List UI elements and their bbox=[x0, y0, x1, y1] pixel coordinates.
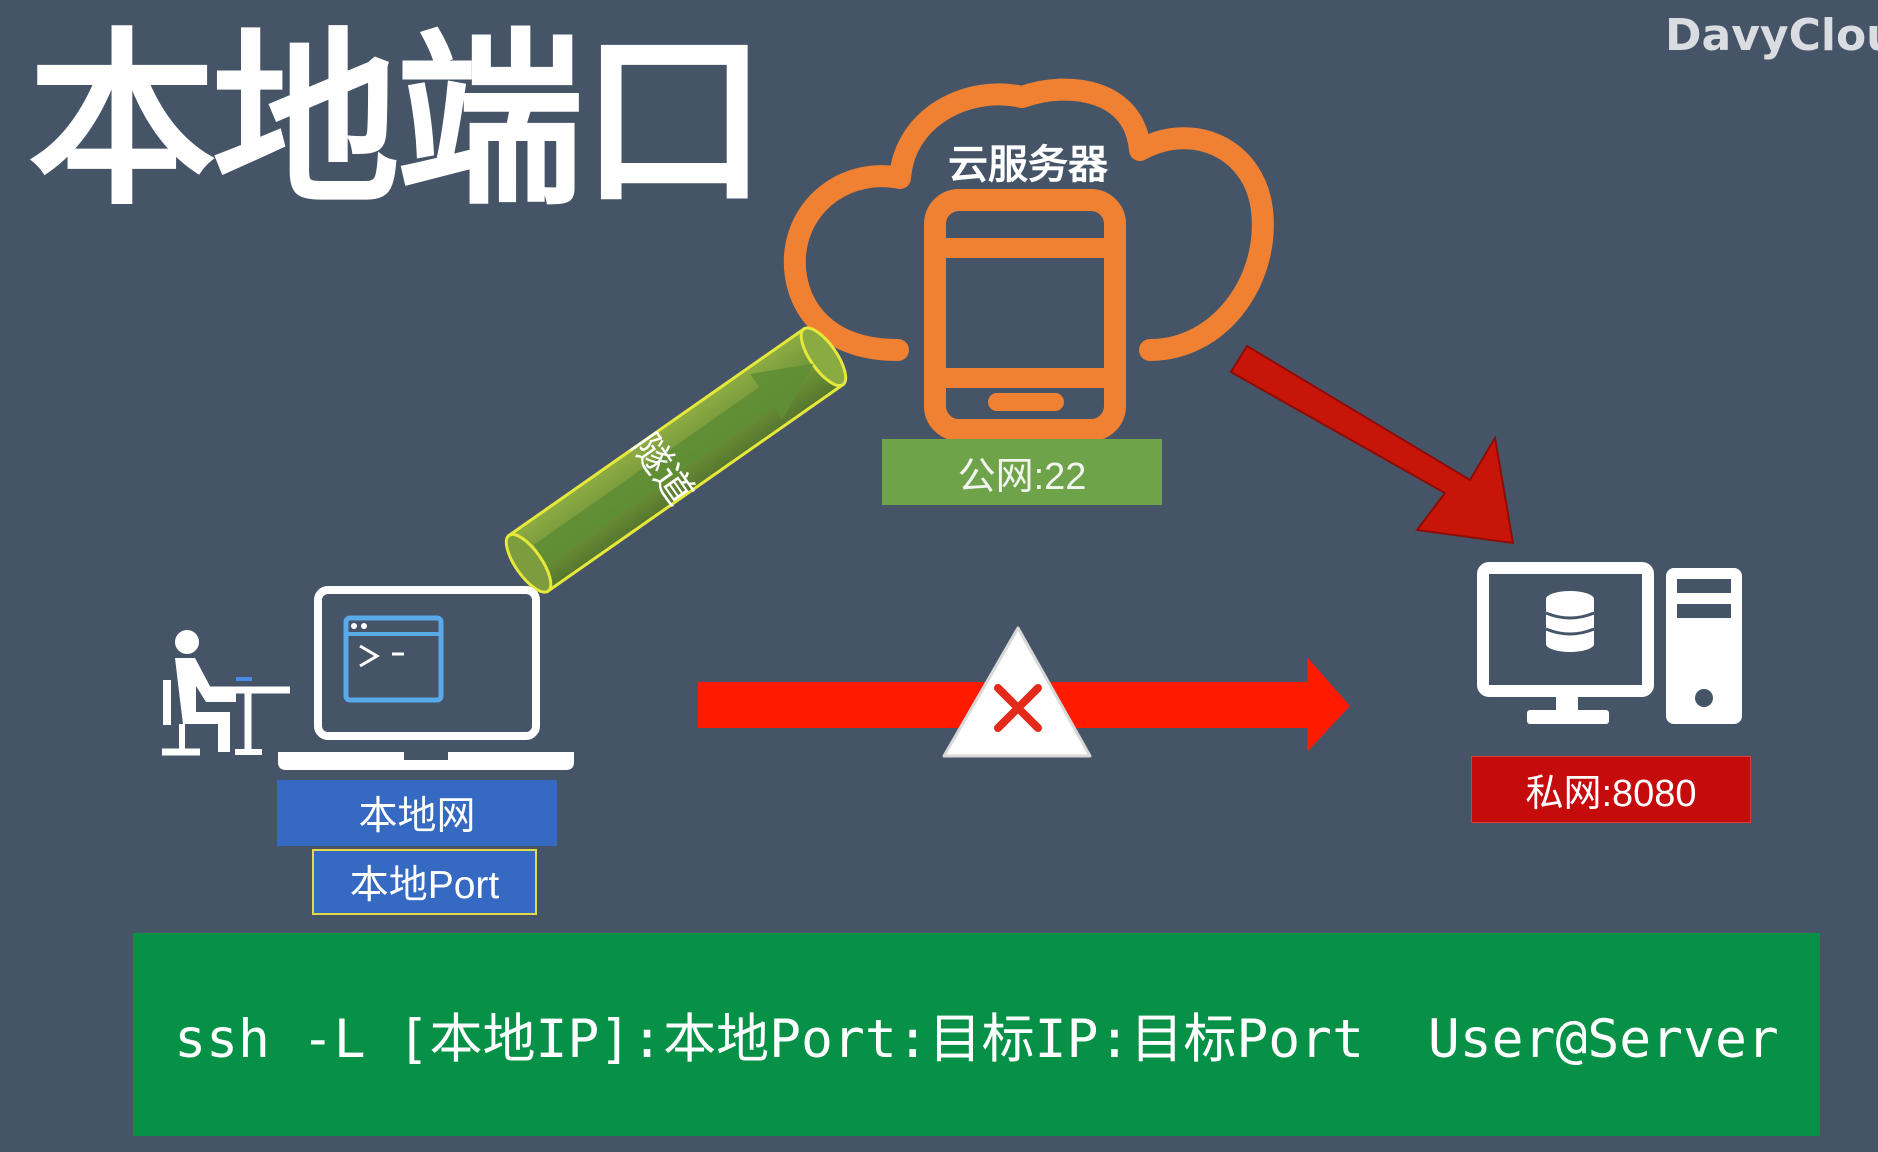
ssh-command: ssh -L [本地IP]:本地Port:目标IP:目标Port User@Se… bbox=[174, 1008, 1779, 1070]
private-port-label: 私网:8080 bbox=[1471, 756, 1751, 823]
server-to-private-arrow bbox=[1229, 344, 1515, 545]
page-title: 本地端口 bbox=[28, 12, 768, 231]
local-network-label: 本地网 bbox=[277, 780, 557, 846]
server-icon bbox=[924, 189, 1126, 441]
laptop-terminal-icon bbox=[278, 586, 574, 770]
desk-user-icon bbox=[162, 630, 290, 756]
command-panel: ssh -L [本地IP]:本地Port:目标IP:目标Port User@Se… bbox=[133, 933, 1820, 1136]
local-port-label: 本地Port bbox=[312, 849, 537, 915]
public-port-label: 公网:22 bbox=[882, 439, 1162, 505]
cloud-label: 云服务器 bbox=[948, 142, 1109, 188]
brand-watermark: DavyCloud bbox=[1665, 10, 1878, 61]
cloud-icon bbox=[783, 78, 1274, 361]
block-warning-icon bbox=[942, 626, 1092, 758]
tunnel-icon: 隧道 bbox=[504, 326, 848, 594]
database-computer-icon bbox=[1477, 562, 1742, 724]
